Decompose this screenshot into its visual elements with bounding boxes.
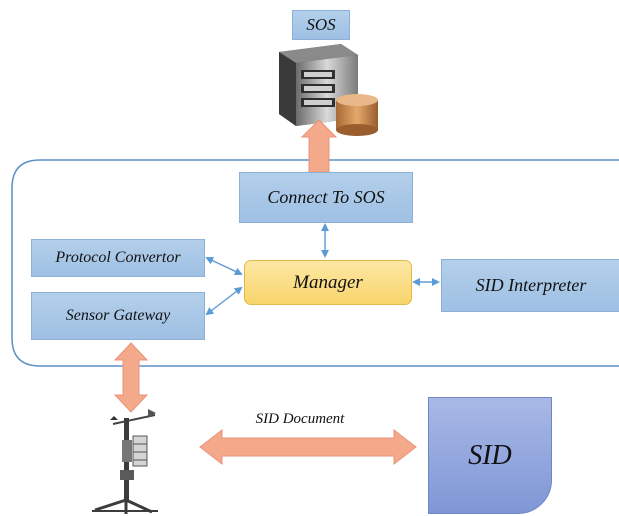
sensor-gateway-box: Sensor Gateway [31, 292, 205, 340]
connect-to-sos-box: Connect To SOS [239, 172, 413, 223]
system-container [11, 159, 619, 367]
upload-arrow [300, 119, 338, 173]
sid-document-label: SID Document [255, 410, 345, 427]
sid-document-shape: SID [428, 397, 552, 514]
gateway-station-arrow [113, 342, 149, 413]
sid-document-arrow [199, 428, 417, 466]
server-database-icon [279, 44, 378, 136]
sos-label: SOS [292, 10, 350, 40]
sid-interpreter-box: SID Interpreter [441, 259, 619, 312]
protocol-manager-arrow [205, 256, 243, 276]
gateway-manager-arrow [205, 286, 243, 316]
protocol-convertor-box: Protocol Convertor [31, 239, 205, 277]
manager-box: Manager [244, 260, 412, 305]
weather-station-icon [92, 409, 158, 514]
